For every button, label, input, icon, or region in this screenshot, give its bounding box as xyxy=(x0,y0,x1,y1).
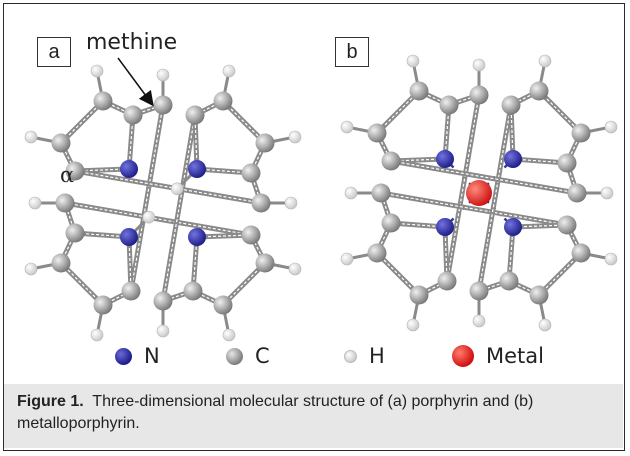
carbon-atom xyxy=(51,133,71,153)
hydrogen-atom xyxy=(170,182,184,196)
hydrogen-atom xyxy=(538,54,552,68)
legend-item-nitrogen: N xyxy=(115,343,160,369)
nitrogen-atom-icon xyxy=(115,347,132,365)
nitrogen-atom xyxy=(120,228,138,246)
hydrogen-atom xyxy=(288,130,302,144)
carbon-atom xyxy=(241,163,261,183)
carbon-atom xyxy=(213,91,233,111)
carbon-atom xyxy=(121,281,141,301)
legend-label-carbon: C xyxy=(255,344,270,368)
nitrogen-atom xyxy=(120,160,138,178)
carbon-atom xyxy=(65,161,85,181)
hydrogen-atom xyxy=(284,196,298,210)
carbon-atom xyxy=(529,285,549,305)
panel-b-label: b xyxy=(335,37,369,67)
nitrogen-atom xyxy=(504,150,522,168)
legend-label-metal: Metal xyxy=(486,344,544,368)
nitrogen-atom xyxy=(188,228,206,246)
carbon-atom xyxy=(381,151,401,171)
metalloporphyrin-molecule xyxy=(340,54,618,332)
carbon-atom xyxy=(499,271,519,291)
nitrogen-atom xyxy=(188,160,206,178)
caption-text: Three-dimensional molecular structure of… xyxy=(17,393,534,432)
carbon-atom xyxy=(439,95,459,115)
methine-arrow xyxy=(117,57,154,107)
hydrogen-atom xyxy=(406,54,420,68)
carbon-atom xyxy=(571,243,591,263)
hydrogen-atom xyxy=(604,252,618,266)
hydrogen-atom xyxy=(472,58,486,72)
carbon-atom xyxy=(469,85,489,105)
hydrogen-atom xyxy=(538,318,552,332)
carbon-atom xyxy=(571,123,591,143)
figure-caption: Figure 1. Three-dimensional molecular st… xyxy=(17,391,613,435)
carbon-atom xyxy=(437,271,457,291)
hydrogen-atom xyxy=(288,262,302,276)
legend-label-nitrogen: N xyxy=(144,344,160,368)
carbon-atom xyxy=(93,295,113,315)
carbon-atom xyxy=(367,243,387,263)
hydrogen-atom xyxy=(604,120,618,134)
porphyrin-molecule xyxy=(24,64,302,342)
caption-background xyxy=(4,384,623,448)
carbon-atom xyxy=(153,95,173,115)
metal-atom xyxy=(466,180,492,206)
alpha-label: α xyxy=(60,163,75,187)
hydrogen-atom xyxy=(28,196,42,210)
hydrogen-atom xyxy=(156,68,170,82)
hydrogen-atom xyxy=(344,186,358,200)
carbon-atom xyxy=(381,213,401,233)
carbon-atom xyxy=(213,295,233,315)
hydrogen-atom xyxy=(90,328,104,342)
metal-atom-icon xyxy=(452,345,474,367)
hydrogen-atom xyxy=(472,314,486,328)
carbon-atom xyxy=(55,193,75,213)
hydrogen-atom xyxy=(340,120,354,134)
hydrogen-atom xyxy=(222,64,236,78)
carbon-atom xyxy=(367,123,387,143)
carbon-atom xyxy=(93,91,113,111)
carbon-atom xyxy=(153,291,173,311)
carbon-atom xyxy=(409,285,429,305)
hydrogen-atom xyxy=(222,328,236,342)
carbon-atom xyxy=(469,281,489,301)
hydrogen-atom-icon xyxy=(344,349,357,363)
carbon-atom xyxy=(65,223,85,243)
methine-label: methine xyxy=(86,30,178,55)
carbon-atom xyxy=(183,281,203,301)
carbon-atom xyxy=(255,253,275,273)
carbon-atom xyxy=(241,225,261,245)
legend-label-hydrogen: H xyxy=(369,344,385,368)
carbon-atom xyxy=(409,81,429,101)
carbon-atom xyxy=(123,105,143,125)
carbon-atom xyxy=(371,183,391,203)
panel-a-label: a xyxy=(37,37,71,67)
caption-label: Figure 1. xyxy=(17,393,84,410)
legend-item-metal: Metal xyxy=(452,343,544,369)
carbon-atom xyxy=(567,183,587,203)
carbon-atom-icon xyxy=(226,347,243,365)
hydrogen-atom xyxy=(142,210,156,224)
hydrogen-atom xyxy=(600,186,614,200)
carbon-atom xyxy=(255,133,275,153)
legend-item-hydrogen: H xyxy=(344,343,385,369)
carbon-atom xyxy=(557,215,577,235)
nitrogen-atom xyxy=(436,150,454,168)
hydrogen-atom xyxy=(340,252,354,266)
carbon-atom xyxy=(501,95,521,115)
hydrogen-atom xyxy=(406,318,420,332)
carbon-atom xyxy=(557,153,577,173)
legend-item-carbon: C xyxy=(226,343,270,369)
carbon-atom xyxy=(529,81,549,101)
carbon-atom xyxy=(185,105,205,125)
nitrogen-atom xyxy=(504,218,522,236)
hydrogen-atom xyxy=(156,324,170,338)
nitrogen-atom xyxy=(436,218,454,236)
hydrogen-atom xyxy=(24,262,38,276)
hydrogen-atom xyxy=(24,130,38,144)
carbon-atom xyxy=(51,253,71,273)
carbon-atom xyxy=(251,193,271,213)
hydrogen-atom xyxy=(90,64,104,78)
